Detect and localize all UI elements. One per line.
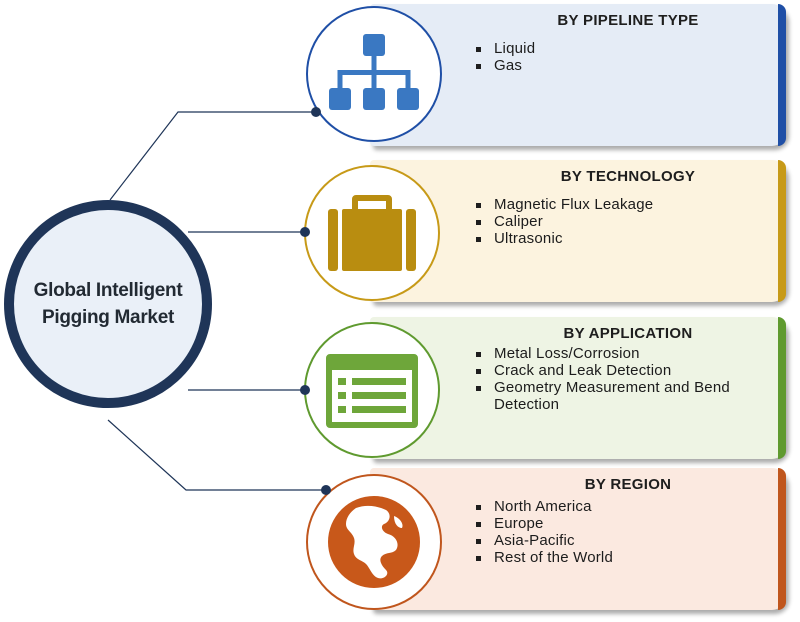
segment-items: North America Europe Asia-Pacific Rest o… [474, 498, 774, 566]
connector-dot-technology [300, 227, 310, 237]
segment-items: Liquid Gas [474, 40, 774, 74]
segment-item: Asia-Pacific [474, 532, 774, 549]
segment-item: Metal Loss/Corrosion [474, 345, 774, 362]
segment-title: BY REGION [584, 476, 672, 493]
segment-items: Metal Loss/Corrosion Crack and Leak Dete… [474, 345, 774, 413]
segment-title: BY PIPELINE TYPE [557, 12, 699, 29]
segment-title: BY APPLICATION [563, 325, 693, 342]
segment-item: Geometry Measurement and Bend Detection [474, 379, 774, 413]
connector-dot-application [300, 385, 310, 395]
segment-icon-circle-pipeline-type [306, 6, 442, 142]
segment-item: Europe [474, 515, 774, 532]
segment-item: Magnetic Flux Leakage [474, 196, 774, 213]
connector-dot-region [321, 485, 331, 495]
globe-icon [328, 496, 420, 588]
hierarchy-icon [329, 34, 419, 110]
segment-item: Ultrasonic [474, 230, 774, 247]
connector-pipeline-type [109, 111, 318, 201]
briefcase-icon [328, 195, 416, 271]
market-hub-circle: Global Intelligent Pigging Market [4, 200, 212, 408]
list-window-icon [326, 354, 418, 428]
segment-items: Magnetic Flux Leakage Caliper Ultrasonic [474, 196, 774, 247]
segment-item: Rest of the World [474, 549, 774, 566]
segment-title: BY TECHNOLOGY [560, 168, 696, 185]
segment-item: Caliper [474, 213, 774, 230]
hub-title: Global Intelligent Pigging Market [33, 280, 183, 328]
connector-dot-pipeline-type [311, 107, 321, 117]
segment-icon-circle-application [304, 322, 440, 458]
segment-item: Crack and Leak Detection [474, 362, 774, 379]
segment-item: Liquid [474, 40, 774, 57]
connector-region [107, 419, 326, 491]
segment-item: Gas [474, 57, 774, 74]
segment-icon-circle-technology [304, 165, 440, 301]
segment-icon-circle-region [306, 474, 442, 610]
segment-item: North America [474, 498, 774, 515]
